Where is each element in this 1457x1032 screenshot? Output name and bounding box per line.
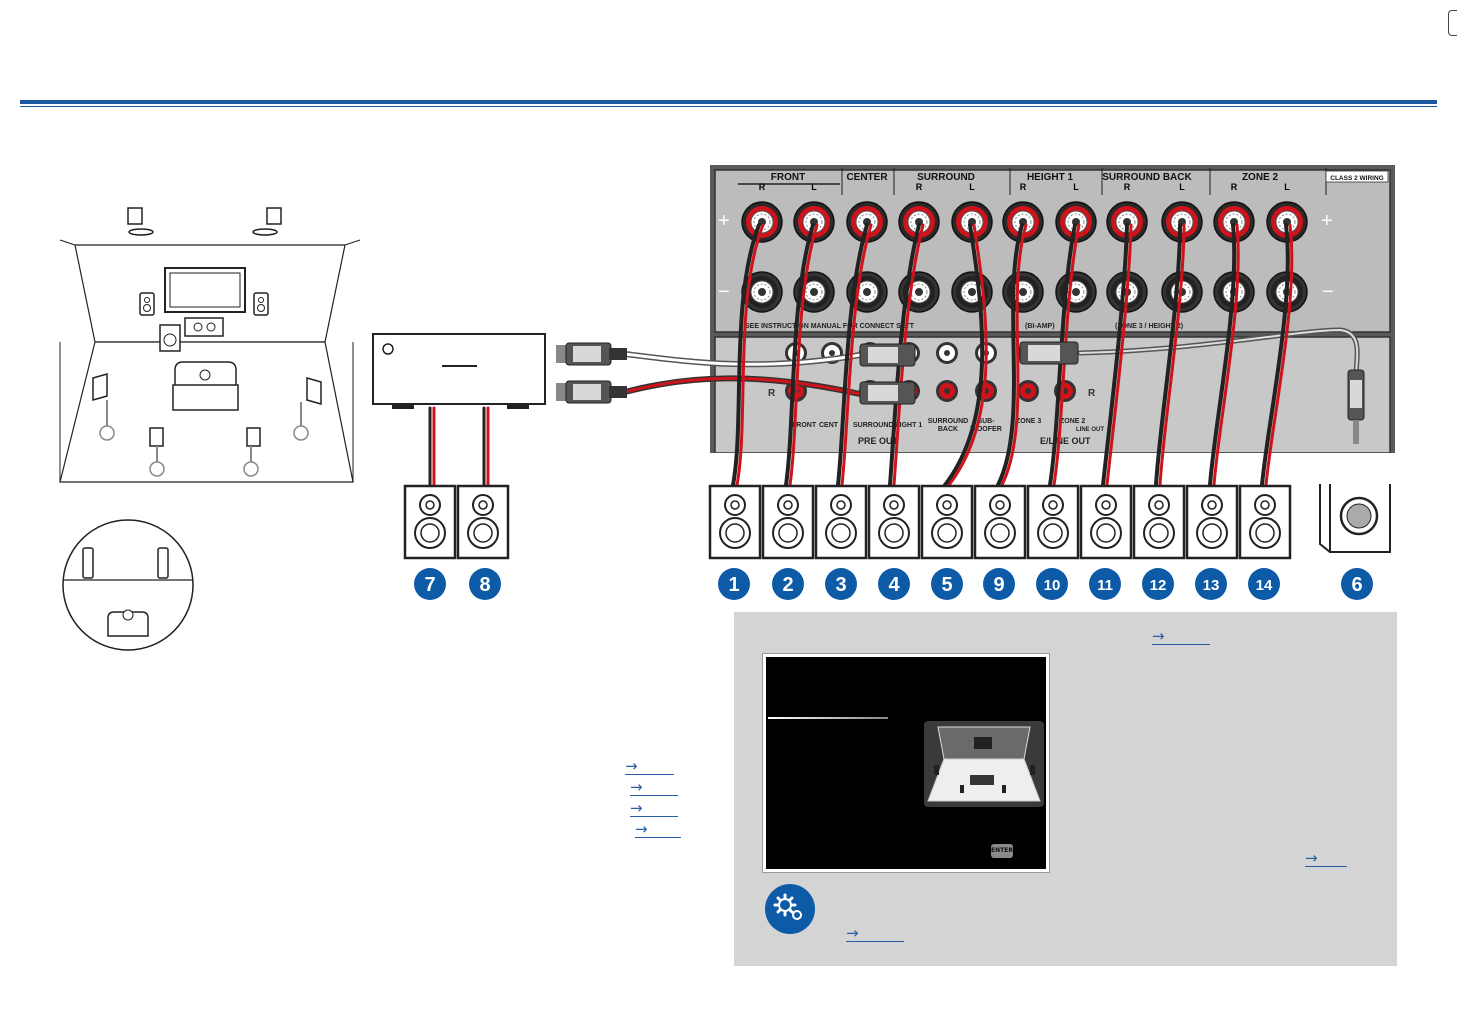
badge-2: 2 [782, 574, 793, 596]
badge-14: 14 [1256, 577, 1273, 594]
side-view-diagram [62, 519, 194, 651]
badge-13: 13 [1203, 577, 1220, 594]
label-height1: HEIGHT 1 [1027, 172, 1074, 183]
label-front: FRONT [771, 172, 805, 183]
page-edge-tab [1448, 10, 1457, 36]
preout-front: FRONT [792, 422, 817, 429]
label-center: CENTER [846, 172, 888, 183]
preout-line-out-small: LINE OUT [1076, 427, 1104, 433]
preout-line-out: E/LINE OUT [1040, 436, 1091, 446]
speaker-14 [1238, 484, 1292, 560]
speaker-9 [973, 484, 1027, 560]
label-r: R [1020, 182, 1027, 192]
label-class2: CLASS 2 WIRING [1330, 175, 1383, 182]
preout-subwoofer-1: SUB- [977, 418, 995, 425]
badge-4: 4 [888, 574, 900, 596]
badge-1: 1 [728, 574, 739, 596]
rca-plugs [556, 341, 1365, 444]
preout-subwoofer-2: WOOFER [970, 426, 1002, 433]
label-l: L [811, 182, 817, 192]
badge-8: 8 [479, 574, 490, 596]
screen-title-underline [768, 717, 888, 719]
label-r: R [1124, 182, 1131, 192]
left-link-3[interactable]: → [630, 800, 678, 817]
link-arrow: → [635, 820, 648, 838]
speaker-11 [1079, 484, 1133, 560]
speaker-2 [761, 484, 815, 560]
left-link-1[interactable]: → [625, 758, 674, 775]
tv-setup-screen: ENTER [762, 653, 1050, 873]
settings-gear-icon [765, 884, 815, 934]
cable-overlay [428, 223, 1365, 487]
preout-zone2: ZONE 2 [1060, 418, 1085, 425]
badge-12: 12 [1150, 577, 1167, 594]
link-arrow: → [625, 757, 638, 775]
preout-center: CENT [819, 422, 839, 429]
panel-link-top[interactable]: → [1152, 628, 1210, 645]
speaker-13 [1185, 484, 1239, 560]
label-l: L [1284, 182, 1290, 192]
label-see-manual: SEE INSTRUCTION MANUAL FOR CONNECT SETT [745, 323, 915, 330]
label-l: L [969, 182, 975, 192]
badge-11: 11 [1097, 577, 1113, 594]
plus-sign: + [718, 210, 730, 232]
header-rule [20, 100, 1437, 104]
badge-6: 6 [1351, 574, 1362, 596]
preout-height1: EIGHT 1 [895, 422, 922, 429]
badge-7: 7 [424, 574, 435, 596]
link-arrow: → [1305, 849, 1318, 867]
preout-r-zone: R [1088, 388, 1096, 399]
preout-title: PRE OUT [858, 436, 899, 446]
subwoofer-6 [1319, 484, 1391, 553]
header-rule-thin [20, 106, 1437, 107]
label-r: R [759, 182, 766, 192]
badge-9: 9 [993, 574, 1004, 596]
badge-3: 3 [835, 574, 846, 596]
minus-sign: − [718, 281, 730, 303]
label-zone3-height2: (ZONE 3 / HEIGHT 2) [1115, 323, 1183, 330]
room-layout-diagram [59, 207, 361, 483]
speaker-5 [920, 484, 974, 560]
speaker-12 [1132, 484, 1186, 560]
label-surround-back: SURROUND BACK [1102, 172, 1192, 183]
speaker-number-badges: 7 8 1 2 3 4 5 9 10 11 12 13 14 6 [414, 568, 1373, 600]
preout-surround-back-1: SURROUND [928, 418, 968, 425]
preout-r: R [768, 388, 776, 399]
label-zone2: ZONE 2 [1242, 172, 1279, 183]
plus-sign-right: + [1321, 210, 1333, 232]
label-r: R [1231, 182, 1238, 192]
link-arrow: → [630, 778, 643, 796]
panel-link-bottom[interactable]: → [846, 925, 904, 942]
minus-sign-right: − [1322, 281, 1334, 303]
speaker-3 [814, 484, 868, 560]
preout-surround: SURROUND [853, 422, 893, 429]
speaker-1 [708, 484, 762, 560]
preout-zone3: ZONE 3 [1016, 418, 1041, 425]
speaker-4 [867, 484, 921, 560]
panel-link-right[interactable]: → [1305, 850, 1347, 867]
left-link-4[interactable]: → [635, 821, 681, 838]
label-r: R [916, 182, 923, 192]
left-link-2[interactable]: → [630, 779, 678, 796]
link-arrow: → [630, 799, 643, 817]
link-arrow: → [1152, 627, 1165, 645]
preout-surround-back-2: BACK [938, 426, 958, 433]
badge-10: 10 [1044, 577, 1061, 594]
screen-room-thumbnail [924, 721, 1044, 807]
speaker-7 [403, 484, 457, 560]
enter-button[interactable]: ENTER [991, 844, 1013, 858]
label-l: L [1179, 182, 1185, 192]
badge-5: 5 [941, 574, 952, 596]
label-l: L [1073, 182, 1079, 192]
label-biamp: (BI-AMP) [1025, 323, 1055, 330]
speaker-row [403, 484, 1391, 560]
speaker-8 [456, 484, 510, 560]
speaker-10 [1026, 484, 1080, 560]
label-surround: SURROUND [917, 172, 975, 183]
link-arrow: → [846, 924, 859, 942]
power-amplifier [372, 333, 546, 409]
